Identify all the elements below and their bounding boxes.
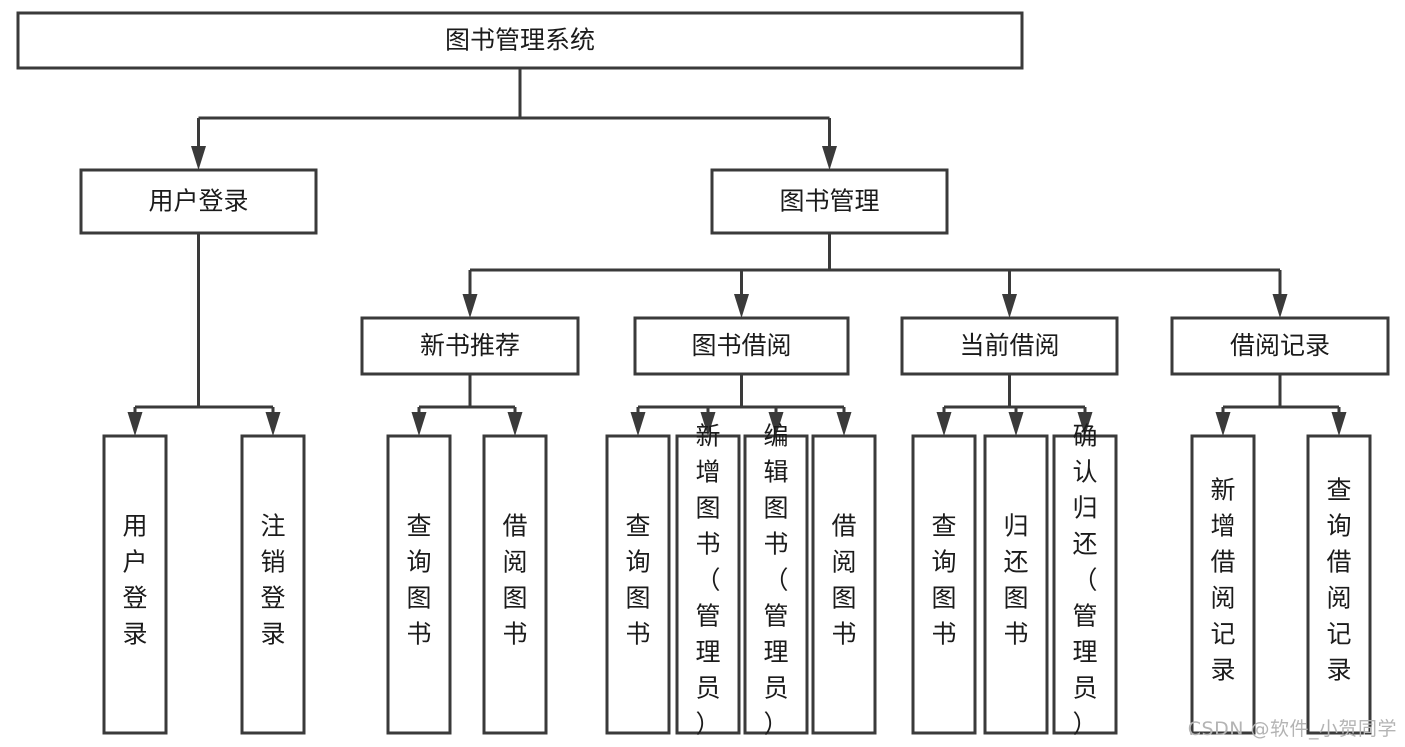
node-leaf-borrow-book-2[interactable]: 借阅图书 [811, 434, 877, 735]
node-box-user-login [79, 168, 318, 235]
node-label-leaf-query-record: 查询借阅记录 [1326, 476, 1351, 685]
node-label-new-book-rec: 新书推荐 [420, 331, 520, 360]
node-leaf-add-record[interactable]: 新增借阅记录 [1190, 434, 1256, 735]
node-box-leaf-query-book-1 [386, 434, 452, 735]
nodes-layer: 图书管理系统用户登录图书管理新书推荐图书借阅当前借阅借阅记录用户登录注销登录查询… [16, 11, 1390, 739]
edge-group-root [191, 68, 837, 170]
node-box-leaf-borrow-book-2 [811, 434, 877, 735]
node-current-borrow[interactable]: 当前借阅 [900, 316, 1119, 376]
node-label-book-borrow: 图书借阅 [691, 331, 791, 360]
node-label-leaf-confirm-return: 确认归还（管理员） [1072, 422, 1097, 739]
node-root[interactable]: 图书管理系统 [16, 11, 1024, 70]
node-box-borrow-record [1170, 316, 1390, 376]
node-leaf-return-book[interactable]: 归还图书 [983, 434, 1049, 735]
node-leaf-confirm-return[interactable]: 确认归还（管理员） [1052, 422, 1118, 739]
node-book-borrow[interactable]: 图书借阅 [633, 316, 850, 376]
node-book-manage[interactable]: 图书管理 [710, 168, 949, 235]
node-box-leaf-add-record [1190, 434, 1256, 735]
node-user-login[interactable]: 用户登录 [79, 168, 318, 235]
node-label-leaf-borrow-book-2: 借阅图书 [831, 512, 856, 649]
node-label-leaf-borrow-book-1: 借阅图书 [502, 512, 527, 649]
node-label-leaf-user-login: 用户登录 [122, 512, 147, 649]
node-leaf-query-book-3[interactable]: 查询图书 [911, 434, 977, 735]
node-borrow-record[interactable]: 借阅记录 [1170, 316, 1390, 376]
node-label-leaf-return-book: 归还图书 [1003, 512, 1028, 649]
node-leaf-logout[interactable]: 注销登录 [240, 434, 306, 735]
node-box-book-borrow [633, 316, 850, 376]
node-box-leaf-query-book-2 [605, 434, 671, 735]
node-leaf-borrow-book-1[interactable]: 借阅图书 [482, 434, 548, 735]
node-box-leaf-query-book-3 [911, 434, 977, 735]
node-label-leaf-logout: 注销登录 [260, 512, 285, 649]
edge-group-new-book-rec [411, 374, 523, 436]
node-box-leaf-return-book [983, 434, 1049, 735]
node-label-book-manage: 图书管理 [779, 187, 879, 216]
node-box-leaf-edit-book [743, 434, 809, 735]
node-box-current-borrow [900, 316, 1119, 376]
node-leaf-user-login[interactable]: 用户登录 [102, 434, 168, 735]
node-box-leaf-query-record [1306, 434, 1372, 735]
watermark-text: CSDN @软件_小贺同学 [1187, 718, 1397, 740]
node-box-leaf-user-login [102, 434, 168, 735]
node-label-current-borrow: 当前借阅 [959, 331, 1059, 360]
node-box-root [16, 11, 1024, 70]
node-label-leaf-query-book-3: 查询图书 [931, 512, 956, 649]
node-box-leaf-add-book [675, 434, 741, 735]
node-label-leaf-edit-book: 编辑图书（管理员） [763, 422, 788, 739]
node-box-new-book-rec [360, 316, 580, 376]
edges-layer [127, 68, 1347, 436]
node-box-book-manage [710, 168, 949, 235]
node-box-leaf-borrow-book-1 [482, 434, 548, 735]
node-new-book-rec[interactable]: 新书推荐 [360, 316, 580, 376]
node-label-root: 图书管理系统 [445, 26, 595, 55]
node-box-leaf-logout [240, 434, 306, 735]
node-label-leaf-query-book-2: 查询图书 [625, 512, 650, 649]
node-leaf-add-book[interactable]: 新增图书（管理员） [675, 422, 741, 739]
node-leaf-query-book-1[interactable]: 查询图书 [386, 434, 452, 735]
edge-group-book-manage [462, 233, 1288, 318]
edge-group-current-borrow [936, 374, 1093, 436]
node-label-leaf-query-book-1: 查询图书 [406, 512, 431, 649]
node-label-leaf-add-book: 新增图书（管理员） [695, 422, 720, 739]
node-leaf-query-book-2[interactable]: 查询图书 [605, 434, 671, 735]
node-label-leaf-add-record: 新增借阅记录 [1210, 476, 1235, 685]
node-box-leaf-confirm-return [1052, 434, 1118, 735]
edge-group-book-borrow [630, 374, 852, 436]
node-label-borrow-record: 借阅记录 [1230, 331, 1330, 360]
edge-group-user-login [127, 233, 281, 436]
edge-group-borrow-record [1215, 374, 1347, 436]
node-leaf-query-record[interactable]: 查询借阅记录 [1306, 434, 1372, 735]
node-leaf-edit-book[interactable]: 编辑图书（管理员） [743, 422, 809, 739]
node-label-user-login: 用户登录 [148, 187, 248, 216]
